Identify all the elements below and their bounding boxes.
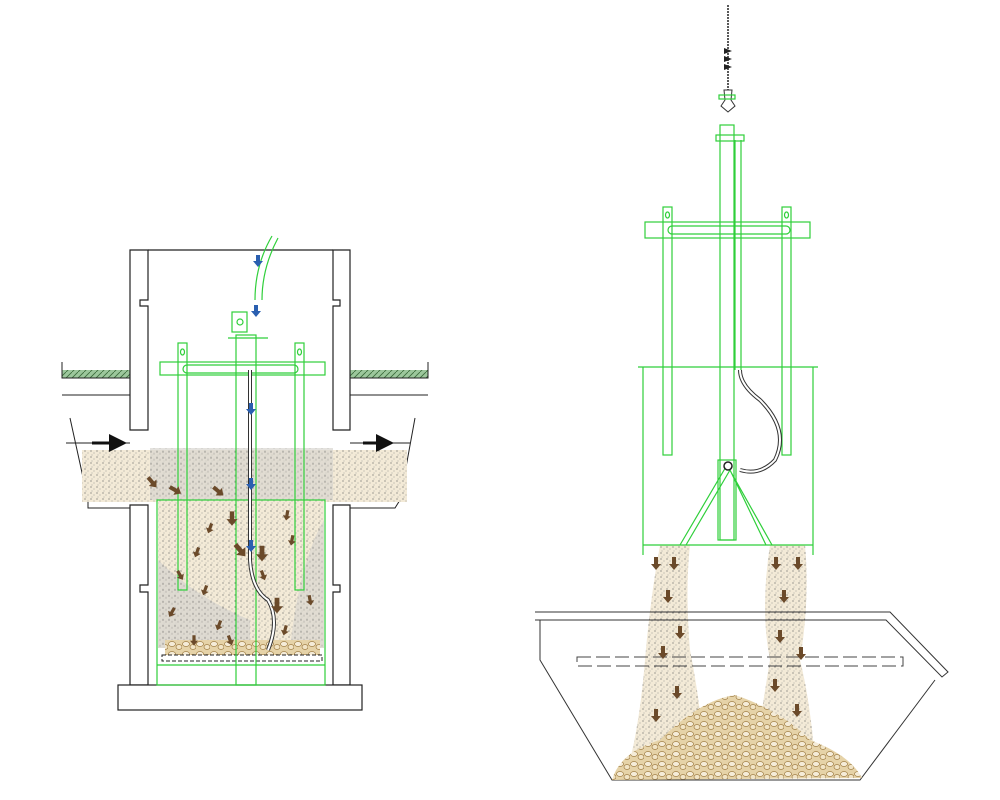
sediment-arrows-right [651, 557, 806, 722]
sediment-arrow [214, 619, 223, 631]
sediment-arrow [282, 509, 291, 521]
sediment-arrow [200, 584, 209, 596]
installed-view [61, 235, 429, 711]
hook [720, 89, 736, 113]
sediment-arrow [675, 626, 685, 639]
sediment-arrow [205, 522, 214, 534]
sediment-arrow [796, 647, 806, 660]
skip-container [535, 611, 949, 781]
sediment-arrow [212, 485, 224, 496]
basket-frame-lifted [638, 94, 818, 555]
ground-left [62, 370, 130, 378]
sediment-arrow [190, 635, 198, 646]
sediment-arrow [271, 597, 283, 614]
sediment-arrow [779, 590, 789, 603]
gravel-layer [165, 640, 320, 655]
sediment-arrow [168, 607, 176, 617]
sediment-arrow [775, 630, 785, 643]
sediment-arrow [663, 590, 673, 603]
sediment-arrows-left [146, 476, 315, 646]
hose-coupling [723, 461, 733, 471]
water-flow-arrows [246, 255, 263, 552]
sediment-stream-left [630, 545, 705, 760]
sediment-arrow [651, 709, 661, 722]
sediment-arrow [669, 557, 679, 570]
ground-right [350, 370, 428, 378]
sediment-arrow [280, 624, 289, 636]
sediment-arrow [658, 646, 668, 659]
sediment-arrow [168, 485, 182, 495]
sediment-arrow [259, 569, 268, 581]
skip-rail [576, 656, 904, 667]
emptying-view [535, 5, 949, 781]
sediment-arrow [287, 534, 296, 546]
sediment-arrow [176, 570, 184, 580]
sediment-arrow [226, 511, 238, 526]
sediment-arrow [651, 557, 661, 570]
sediment-arrow [792, 704, 802, 717]
sediment-stream-right [755, 545, 815, 760]
sediment-arrow [256, 545, 268, 562]
sediment-arrow [233, 542, 246, 557]
sediment-arrow [793, 557, 803, 570]
sediment-arrow [192, 546, 201, 558]
sediment-pile [612, 695, 862, 780]
sediment-arrow [770, 679, 780, 692]
sediment-basket-frame [156, 235, 326, 686]
sediment-arrow [771, 557, 781, 570]
sediment-arrow [146, 476, 157, 488]
sediment-arrow [306, 594, 315, 606]
sediment-arrow [672, 686, 682, 699]
shaft-walls [117, 249, 363, 711]
sediment-arrow [226, 634, 235, 646]
shaft-base [117, 684, 363, 711]
